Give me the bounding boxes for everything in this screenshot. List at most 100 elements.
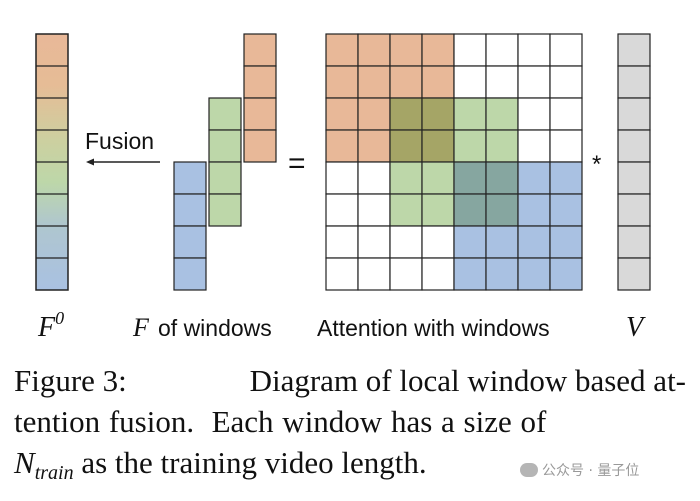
f0-vector	[35, 33, 69, 291]
attention-cell	[517, 257, 551, 291]
f0-cell-dividers	[36, 65, 68, 259]
attention-cell	[325, 257, 359, 291]
v-cell	[617, 65, 651, 99]
window-column-blue	[173, 161, 207, 291]
attention-cell	[389, 65, 423, 99]
attention-cell	[325, 65, 359, 99]
attention-cell	[421, 129, 455, 163]
caption-line-1: Figure 3: Diagram of local window based …	[14, 360, 686, 401]
f0-label: F0	[37, 308, 64, 343]
attention-cell	[517, 97, 551, 131]
attention-cell	[549, 65, 583, 99]
window-column-orange	[243, 33, 277, 163]
attention-cell	[389, 161, 423, 195]
caption-prefix: Figure 3:	[14, 363, 127, 398]
attention-cell	[517, 225, 551, 259]
window-cell	[243, 97, 277, 131]
attention-cell	[357, 225, 391, 259]
window-cell	[243, 129, 277, 163]
attention-cell	[325, 33, 359, 67]
window-cell	[173, 161, 207, 195]
attention-cell	[389, 225, 423, 259]
attention-cell	[421, 193, 455, 227]
attention-cell	[325, 161, 359, 195]
attention-cell	[549, 225, 583, 259]
wechat-logo-icon	[520, 463, 538, 477]
attention-cell	[453, 129, 487, 163]
attention-cell	[549, 257, 583, 291]
attention-matrix	[325, 33, 583, 291]
figure-caption: Figure 3: Diagram of local window based …	[14, 360, 686, 494]
attention-cell	[453, 161, 487, 195]
attention-cell	[453, 193, 487, 227]
attention-cell	[421, 65, 455, 99]
attention-cell	[357, 65, 391, 99]
caption-line-2: tention fusion. Each window has a size o…	[14, 404, 547, 439]
v-cell	[617, 161, 651, 195]
window-cell	[208, 129, 242, 163]
equals-sign: =	[288, 147, 306, 180]
attention-cell	[421, 33, 455, 67]
caption-line3-text: as the training video length.	[73, 445, 427, 480]
window-cell	[208, 193, 242, 227]
attention-cell	[421, 97, 455, 131]
attention-cell	[485, 97, 519, 131]
attention-cell	[485, 257, 519, 291]
attention-cell	[549, 129, 583, 163]
attention-cell	[453, 225, 487, 259]
attention-cell	[485, 65, 519, 99]
v-cell	[617, 33, 651, 67]
caption-line-3: Ntrain as the training video length.	[14, 442, 686, 494]
v-cell	[617, 129, 651, 163]
window-cell	[173, 257, 207, 291]
attention-cell	[421, 225, 455, 259]
attention-cell	[549, 33, 583, 67]
attention-cell	[357, 161, 391, 195]
v-vector	[617, 33, 651, 291]
attention-cell	[421, 161, 455, 195]
attention-cell	[517, 33, 551, 67]
attention-cell	[453, 65, 487, 99]
window-cell	[173, 225, 207, 259]
watermark-text: 公众号 · 量子位	[542, 463, 640, 479]
attention-cell	[325, 97, 359, 131]
attention-cell	[389, 257, 423, 291]
attention-cell	[357, 33, 391, 67]
attention-cell	[517, 161, 551, 195]
attention-cell	[389, 33, 423, 67]
attention-cell	[421, 257, 455, 291]
window-cell	[208, 97, 242, 131]
attention-cell	[389, 129, 423, 163]
attention-cell	[325, 225, 359, 259]
window-attention-diagram: Fusion = * F0 F of windows Attention wit…	[35, 33, 651, 343]
attention-cell	[517, 193, 551, 227]
f-windows-label: of windows	[158, 315, 272, 341]
attention-cell	[549, 193, 583, 227]
fusion-arrow	[86, 158, 160, 166]
attention-label: Attention with windows	[317, 315, 550, 341]
window-cell	[243, 65, 277, 99]
caption-line1-text: Diagram of local window based at-	[249, 363, 686, 398]
attention-cell	[485, 225, 519, 259]
attention-cell	[325, 193, 359, 227]
f-windows-columns	[173, 33, 277, 291]
window-column-green	[208, 97, 242, 227]
attention-cell	[485, 129, 519, 163]
attention-cell	[357, 129, 391, 163]
attention-cell	[549, 97, 583, 131]
window-cell	[208, 161, 242, 195]
attention-cell	[389, 97, 423, 131]
attention-cell	[357, 257, 391, 291]
v-cell	[617, 193, 651, 227]
attention-cell	[549, 161, 583, 195]
v-cell	[617, 97, 651, 131]
fusion-label: Fusion	[85, 128, 154, 154]
v-cell	[617, 225, 651, 259]
attention-cell	[517, 65, 551, 99]
multiply-sign: *	[592, 151, 601, 178]
f-windows-var: F	[132, 313, 150, 342]
caption-n-var: N	[14, 445, 35, 480]
attention-cell	[485, 161, 519, 195]
attention-cell	[453, 97, 487, 131]
attention-cell	[517, 129, 551, 163]
